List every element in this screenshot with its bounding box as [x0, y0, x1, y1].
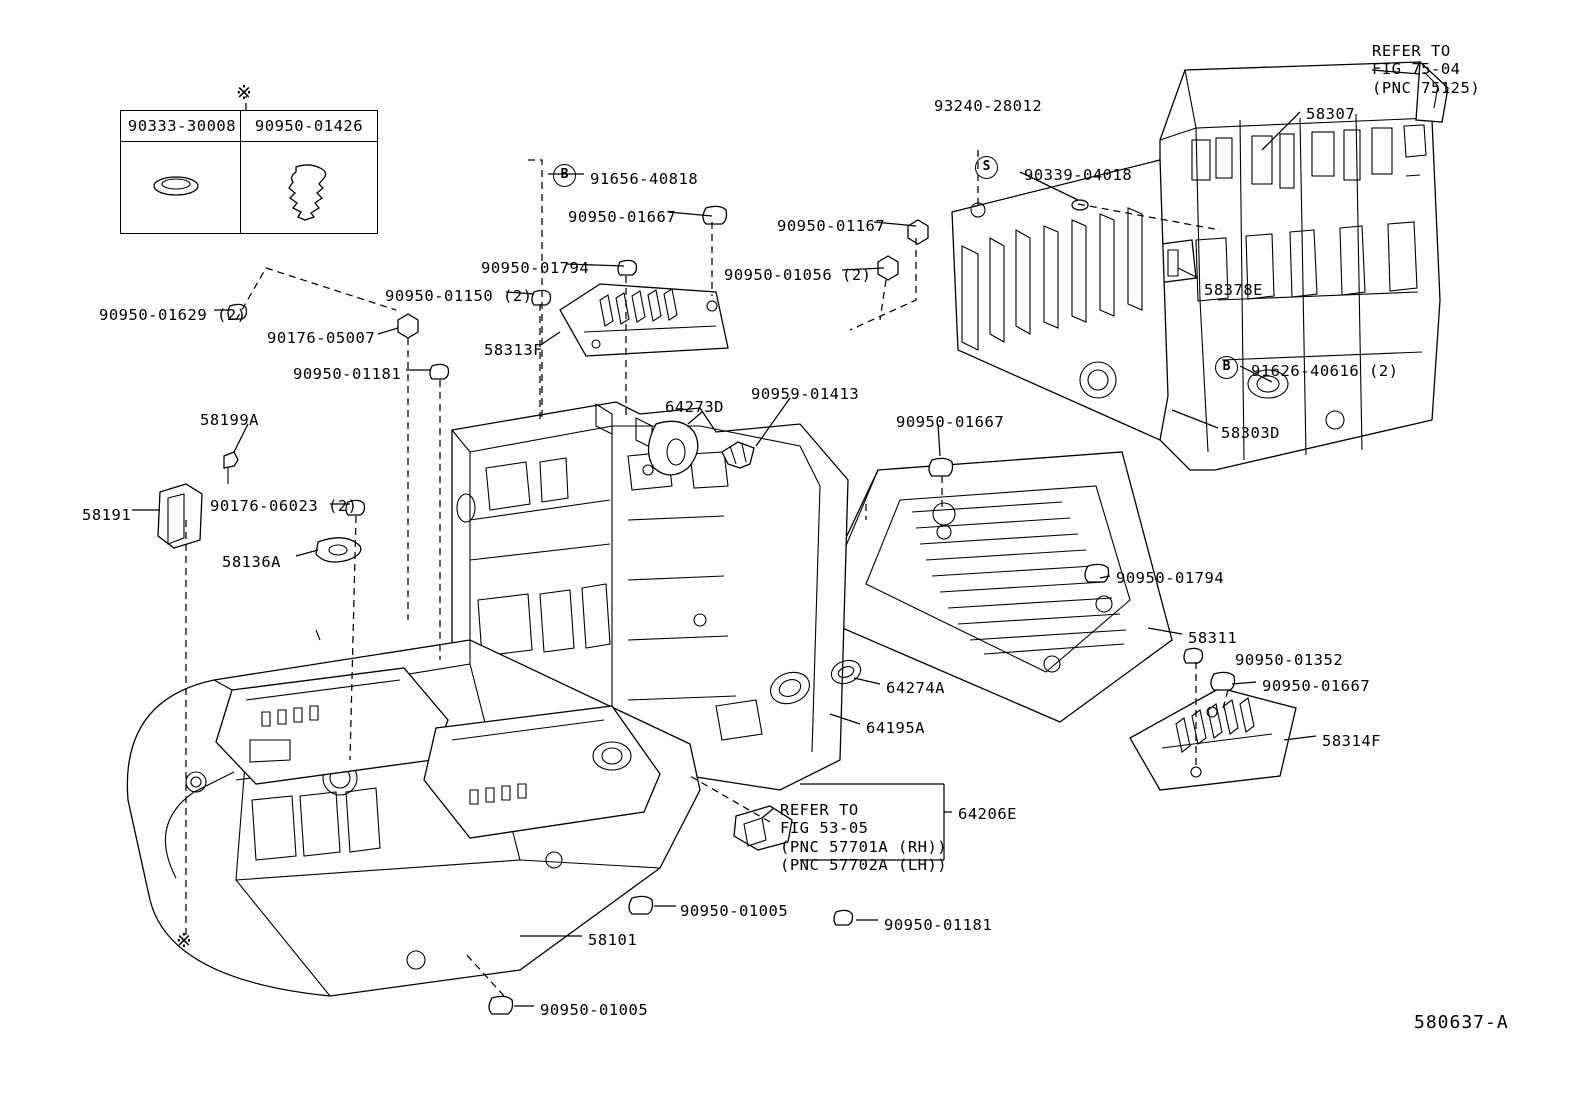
- callout-58311: 58311: [1188, 629, 1238, 647]
- callout-90950-01667-a: 90950-01667: [568, 208, 677, 226]
- clip-90959-01413: [721, 441, 755, 469]
- callout-90950-01181-b: 90950-01181: [884, 916, 993, 934]
- floor-pan-58101: [126, 629, 701, 997]
- callout-64206E: 64206E: [958, 805, 1017, 823]
- callout-58307: 58307: [1306, 105, 1356, 123]
- legend-header-1: 90333-30008: [127, 117, 237, 135]
- badge-b2: B: [1215, 356, 1238, 379]
- callout-90176-05007: 90176-05007: [267, 329, 376, 347]
- bracket-57701A: [733, 805, 793, 851]
- callout-90339-04018: 90339-04018: [1024, 166, 1133, 184]
- rear-lower-panel: [951, 159, 1169, 441]
- callout-90950-01150: 90950-01150 (2): [385, 287, 533, 305]
- callout-90950-01667-c: 90950-01667: [1262, 677, 1371, 695]
- callout-91656-40818: 91656-40818: [590, 170, 699, 188]
- leader-lines: [132, 69, 1421, 1007]
- badge-s1: S: [975, 156, 998, 179]
- callout-90950-01667-b: 90950-01667: [896, 413, 1005, 431]
- callout-90950-01181-a: 90950-01181: [293, 365, 402, 383]
- figure-code: 580637-A: [1414, 1012, 1509, 1033]
- callout-90950-01352: 90950-01352: [1235, 651, 1344, 669]
- legend-asterisk-marker: ※: [236, 82, 252, 104]
- panel-58314F: [1129, 687, 1297, 791]
- callout-90950-01629: 90950-01629 (2): [99, 306, 247, 324]
- legend-header-2: 90950-01426: [254, 117, 364, 135]
- callout-58313F: 58313F: [484, 341, 543, 359]
- panel-58313F: [559, 283, 729, 357]
- callout-90950-01056: 90950-01056 (2): [724, 266, 872, 284]
- rear-floor-pan-58311: [809, 451, 1173, 723]
- callout-93240-28012: 93240-28012: [934, 97, 1043, 115]
- callout-58314F: 58314F: [1322, 732, 1381, 750]
- legend-table: 90333-30008 90950-01426: [120, 110, 378, 234]
- back-panel-assembly: [1145, 60, 1449, 471]
- small-parts-left: [157, 451, 362, 563]
- callout-58136A: 58136A: [222, 553, 281, 571]
- callout-refer-to-fig-75-04: REFER TO FIG 75-04 (PNC 75125): [1372, 42, 1481, 97]
- badge-b1: B: [553, 164, 576, 187]
- callout-90950-01167: 90950-01167: [777, 217, 886, 235]
- callout-90950-01005-b: 90950-01005: [540, 1001, 649, 1019]
- callout-64273D: 64273D: [665, 398, 724, 416]
- bottom-asterisk-marker: ※: [176, 930, 192, 952]
- callout-90950-01794-b: 90950-01794: [1116, 569, 1225, 587]
- callout-refer-to-fig-53-05: REFER TO FIG 53-05 (PNC 57701A (RH)) (PN…: [780, 801, 948, 874]
- callout-90950-01005-a: 90950-01005: [680, 902, 789, 920]
- callout-58378E: 58378E: [1204, 281, 1263, 299]
- callout-90950-01794-a: 90950-01794: [481, 259, 590, 277]
- callout-58303D: 58303D: [1221, 424, 1280, 442]
- callout-91626-40616: 91626-40616 (2): [1251, 362, 1399, 380]
- callout-90176-06023: 90176-06023 (2): [210, 497, 358, 515]
- callout-64274A: 64274A: [886, 679, 945, 697]
- callout-90959-01413: 90959-01413: [751, 385, 860, 403]
- callout-58199A: 58199A: [200, 411, 259, 429]
- callout-58101: 58101: [588, 931, 638, 949]
- callout-64195A: 64195A: [866, 719, 925, 737]
- legend-icons: [153, 164, 327, 221]
- bracket-64273D: [647, 420, 699, 476]
- callout-58191: 58191: [82, 506, 132, 524]
